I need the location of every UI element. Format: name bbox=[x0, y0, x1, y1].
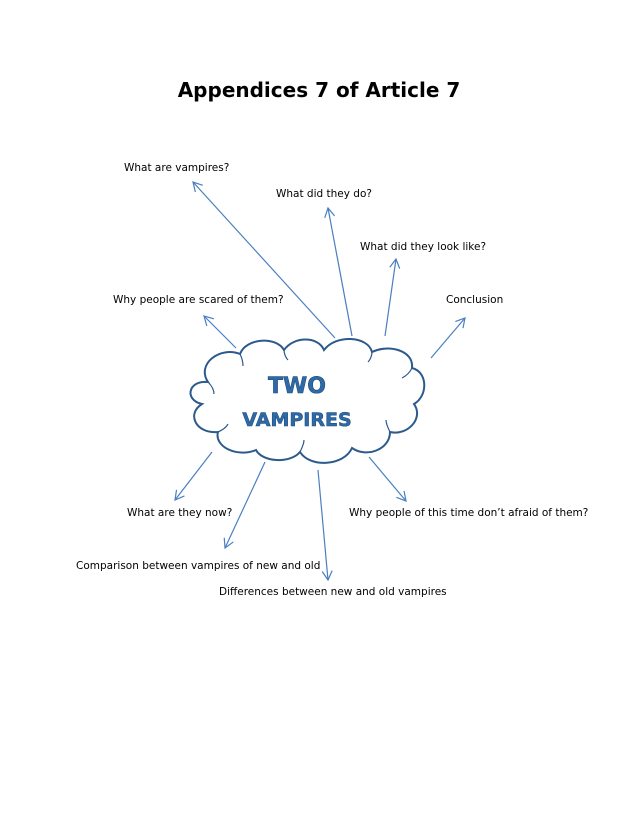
arrow-why-scared bbox=[203, 315, 237, 349]
arrow-why-not-afraid bbox=[368, 456, 407, 502]
arrow-what-did-they-do bbox=[324, 206, 353, 337]
center-title-line2: VAMPIRES bbox=[242, 409, 351, 431]
node-what-are-they-now: What are they now? bbox=[127, 507, 233, 519]
arrow-conclusion bbox=[430, 317, 466, 359]
arrow-what-did-they-look-like bbox=[384, 257, 401, 337]
arrow-what-are-vampires bbox=[192, 181, 336, 339]
node-why-scared: Why people are scared of them? bbox=[113, 294, 284, 306]
center-title-line1: TWO bbox=[268, 374, 326, 399]
node-what-did-they-look-like: What did they look like? bbox=[360, 241, 487, 253]
node-comparison: Comparison between vampires of new and o… bbox=[76, 560, 321, 572]
page-title: Appendices 7 of Article 7 bbox=[177, 78, 461, 102]
cloud-detail bbox=[207, 349, 413, 453]
node-conclusion: Conclusion bbox=[446, 294, 504, 306]
center-cloud bbox=[189, 337, 426, 464]
node-what-are-vampires: What are vampires? bbox=[124, 162, 230, 174]
node-differences: Differences between new and old vampires bbox=[219, 586, 447, 598]
arrow-comparison bbox=[223, 461, 266, 550]
arrow-differences bbox=[317, 469, 333, 582]
arrows bbox=[174, 181, 466, 582]
node-what-did-they-do: What did they do? bbox=[276, 188, 372, 200]
arrow-what-are-they-now bbox=[174, 451, 213, 501]
node-why-not-afraid: Why people of this time don’t afraid of … bbox=[349, 507, 589, 519]
